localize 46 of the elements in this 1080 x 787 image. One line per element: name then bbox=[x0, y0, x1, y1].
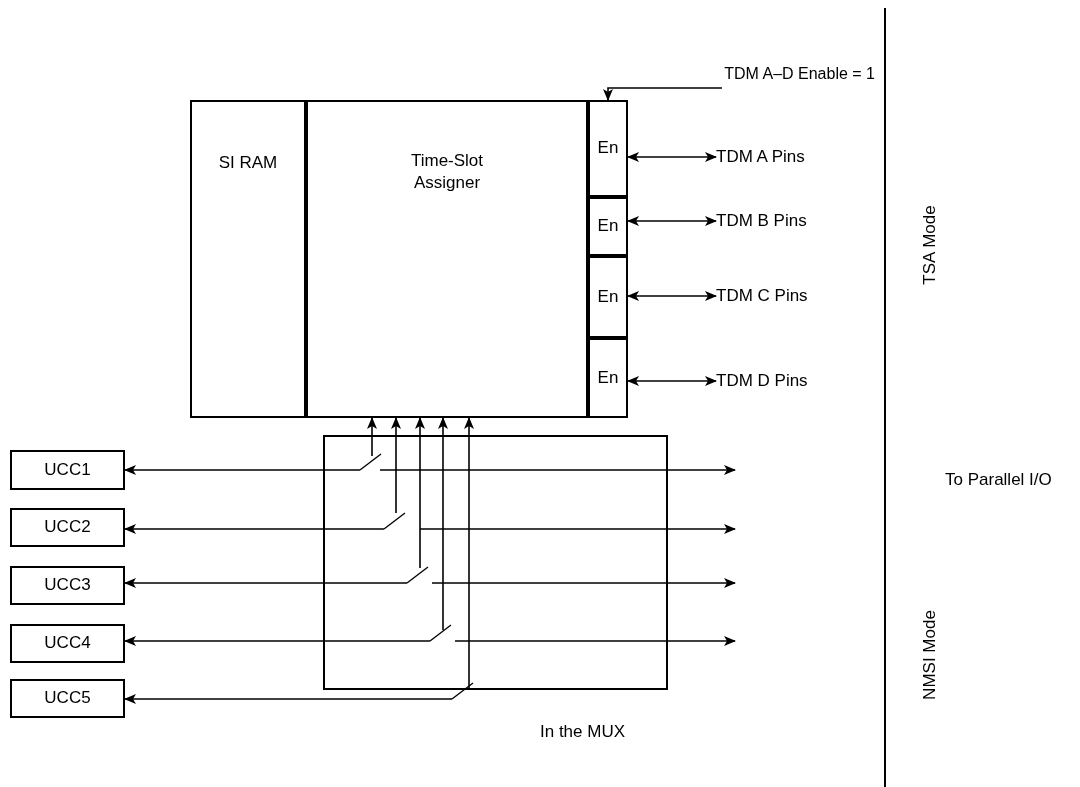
signal-name: TDM D Pins bbox=[716, 369, 808, 392]
arrow bbox=[627, 152, 717, 162]
block-box bbox=[306, 100, 588, 418]
block-box bbox=[588, 197, 628, 256]
arrow bbox=[464, 417, 474, 691]
caption-text: In the MUX bbox=[540, 722, 626, 742]
signal-name: TDM A Pins bbox=[716, 145, 805, 168]
block-box bbox=[10, 508, 125, 547]
signal-name: TDM A–D Enable = 1 bbox=[724, 63, 875, 84]
arrow bbox=[419, 524, 736, 534]
arrow bbox=[627, 376, 717, 386]
arrow bbox=[124, 694, 453, 704]
block-box bbox=[10, 450, 125, 490]
arrow bbox=[431, 578, 736, 588]
block-label: En bbox=[597, 285, 619, 308]
arrow bbox=[367, 417, 377, 457]
block-label: En bbox=[597, 137, 619, 160]
block-box bbox=[588, 338, 628, 418]
block-label: UCC5 bbox=[44, 687, 91, 710]
block-label: UCC4 bbox=[44, 632, 91, 655]
arrow bbox=[124, 578, 408, 588]
block-label: UCC3 bbox=[44, 574, 91, 597]
block-box bbox=[10, 624, 125, 663]
signal-name: TDM B Pins bbox=[716, 209, 807, 232]
block-label: UCC1 bbox=[44, 458, 91, 481]
arrow bbox=[627, 216, 717, 226]
block-label: En bbox=[597, 215, 619, 238]
block-box bbox=[588, 100, 628, 197]
arrow bbox=[391, 417, 401, 514]
arrow bbox=[603, 87, 723, 101]
block-label: UCC2 bbox=[44, 516, 91, 539]
arrow bbox=[124, 465, 361, 475]
arrow bbox=[438, 417, 448, 631]
block-box bbox=[588, 256, 628, 338]
block-box bbox=[10, 566, 125, 605]
arrow bbox=[124, 636, 431, 646]
arrow bbox=[454, 636, 736, 646]
arrow bbox=[124, 524, 385, 534]
arrow bbox=[627, 291, 717, 301]
block-label: En bbox=[597, 366, 619, 389]
signal-name: TDM C Pins bbox=[716, 284, 808, 307]
block-label: SI RAM bbox=[218, 152, 278, 174]
block-label: Time-Slot Assigner bbox=[409, 150, 485, 195]
block-box bbox=[10, 679, 125, 718]
arrow bbox=[379, 465, 736, 475]
arrow bbox=[415, 417, 425, 569]
